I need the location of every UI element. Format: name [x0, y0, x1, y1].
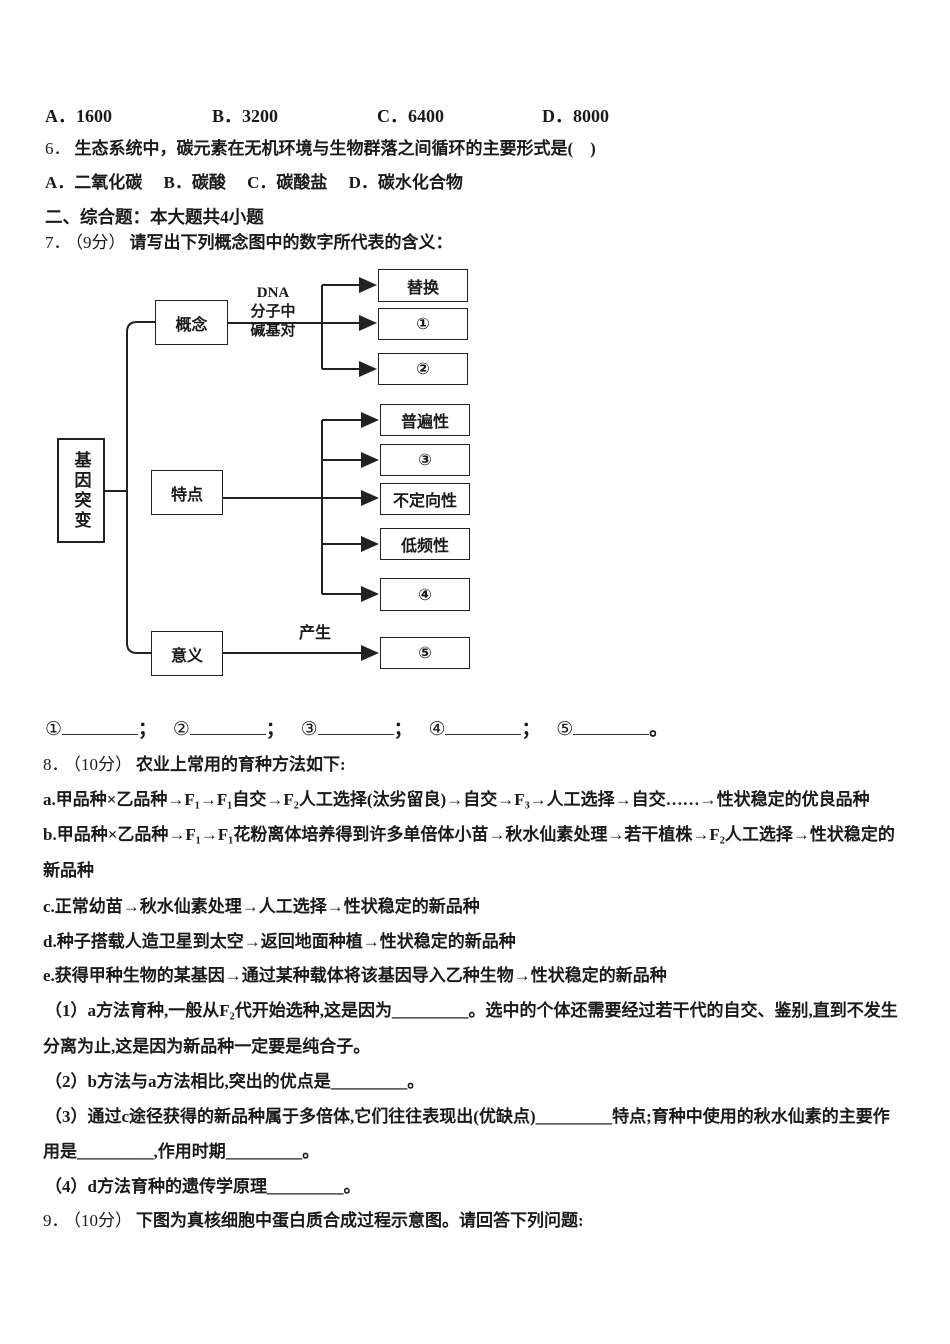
diagram-edge-label-dna: DNA 分子中 碱基对: [233, 284, 313, 341]
q8-method-e: e.获得甲种生物的某基因→通过某种载体将该基因导入乙种生物→性状稳定的新品种: [43, 966, 667, 985]
diagram-node-feature: 特点: [151, 470, 223, 515]
diagram-root-node: 基因突变: [57, 438, 105, 543]
q6-stem: 6．生态系统中，碳元素在无机环境与生物群落之间循环的主要形式是( ): [45, 138, 596, 160]
blank-line-2: [189, 716, 266, 735]
q5-option-a: A．1600: [45, 106, 112, 126]
q8-sub1-line1: （1）a方法育种,一般从F₂代开始选种,这是因为_________。选中的个体还…: [45, 1001, 898, 1020]
q5-option-d: D．8000: [542, 106, 609, 126]
section-title: 二、综合题：本大题共4小题: [45, 207, 264, 227]
q6-stem-text: 生态系统中，碳元素在无机环境与生物群落之间循环的主要形式是( ): [74, 139, 596, 158]
diagram-node-meaning: 意义: [151, 631, 223, 676]
blank-sep-1: ；: [138, 719, 158, 740]
q7-blank-5: ⑤。: [556, 714, 668, 741]
blank-line-1: [62, 716, 139, 735]
diagram-leaf-blank-2: ②: [378, 353, 468, 385]
q5-option-c: C．6400: [377, 106, 444, 126]
q9-stem-text: 下图为真核细胞中蛋白质合成过程示意图。请回答下列问题:: [136, 1211, 584, 1230]
q6-number: 6．: [45, 139, 71, 158]
q8-method-a: a.甲品种×乙品种→F₁→F₁自交→F₂人工选择(汰劣留良)→自交→F₃→人工选…: [43, 790, 870, 809]
q7-concept-diagram: 基因突变 概念 特点 意义 替换 ① ② 普遍性 ③ 不定向性 低频性 ④ ⑤ …: [40, 258, 500, 690]
q8-method-b2: 新品种: [43, 861, 94, 880]
diagram-leaf-nondirectional: 不定向性: [380, 483, 470, 515]
q7-blank-1: ①；: [45, 714, 157, 741]
blank-marker-4: ④: [428, 719, 446, 740]
q7-blank-3: ③；: [301, 714, 413, 741]
q8-sub4: （4）d方法育种的遗传学原理_________。: [45, 1177, 361, 1196]
blank-sep-2: ；: [265, 719, 285, 740]
q8-sub3-line2: 用是_________,作用时期_________。: [43, 1142, 320, 1161]
blank-line-3: [317, 716, 394, 735]
q8-stem: 8．（10分）农业上常用的育种方法如下:: [43, 754, 346, 776]
diagram-node-concept: 概念: [155, 300, 228, 345]
blank-marker-5: ⑤: [556, 719, 574, 740]
q8-stem-text: 农业上常用的育种方法如下:: [136, 755, 346, 774]
q7-answer-blanks: ①； ②； ③； ④； ⑤。: [45, 714, 679, 741]
diagram-leaf-low-frequency: 低频性: [380, 528, 470, 560]
q9-points: （10分）: [72, 1211, 133, 1230]
blank-marker-1: ①: [45, 719, 63, 740]
blank-line-5: [573, 716, 650, 735]
q7-stem-text: 请写出下列概念图中的数字所代表的含义：: [129, 233, 453, 252]
diagram-leaf-substitution: 替换: [378, 269, 468, 302]
q8-method-c: c.正常幼苗→秋水仙素处理→人工选择→性状稳定的新品种: [43, 897, 480, 916]
q8-sub3-line1: （3）通过c途径获得的新品种属于多倍体,它们往往表现出(优缺点)________…: [45, 1107, 890, 1126]
blank-sep-5: 。: [649, 719, 669, 740]
dna-label-line2: 分子中: [250, 304, 296, 320]
q8-number: 8．: [43, 755, 69, 774]
q5-option-b: B．3200: [212, 106, 279, 126]
blank-line-4: [445, 716, 522, 735]
blank-sep-4: ；: [521, 719, 541, 740]
diagram-root-label: 基因突变: [71, 450, 91, 531]
blank-sep-3: ；: [393, 719, 413, 740]
q8-method-b: b.甲品种×乙品种→F₁→F₁花粉离体培养得到许多单倍体小苗→秋水仙素处理→若干…: [43, 825, 895, 844]
diagram-edge-label-produce: 产生: [298, 625, 331, 642]
q8-method-d: d.种子搭载人造卫星到太空→返回地面种植→性状稳定的新品种: [43, 932, 516, 951]
q9-number: 9．: [43, 1211, 69, 1230]
q7-number: 7．: [45, 233, 71, 252]
diagram-leaf-blank-4: ④: [380, 578, 470, 611]
q8-points: （10分）: [72, 755, 133, 774]
q7-blank-2: ②；: [173, 714, 285, 741]
diagram-leaf-blank-3: ③: [380, 444, 470, 476]
dna-label-line1: DNA: [256, 285, 290, 301]
q9-stem: 9．（10分）下图为真核细胞中蛋白质合成过程示意图。请回答下列问题:: [43, 1210, 584, 1232]
diagram-leaf-universality: 普遍性: [380, 404, 470, 436]
diagram-leaf-blank-1: ①: [378, 308, 468, 340]
q7-stem: 7．（9分）请写出下列概念图中的数字所代表的含义：: [45, 232, 453, 254]
blank-marker-2: ②: [172, 719, 190, 740]
diagram-connectors: [105, 277, 379, 661]
q8-sub1-line2: 分离为止,这是因为新品种一定要是纯合子。: [43, 1037, 371, 1056]
blank-marker-3: ③: [300, 719, 318, 740]
diagram-leaf-blank-5: ⑤: [380, 637, 470, 669]
q8-sub2: （2）b方法与a方法相比,突出的优点是_________。: [45, 1072, 425, 1091]
dna-label-line3: 碱基对: [250, 323, 296, 339]
q7-points: （9分）: [74, 233, 126, 252]
q7-blank-4: ④；: [428, 714, 540, 741]
q6-options: A．二氧化碳 B．碳酸 C．碳酸盐 D．碳水化合物: [45, 173, 463, 192]
